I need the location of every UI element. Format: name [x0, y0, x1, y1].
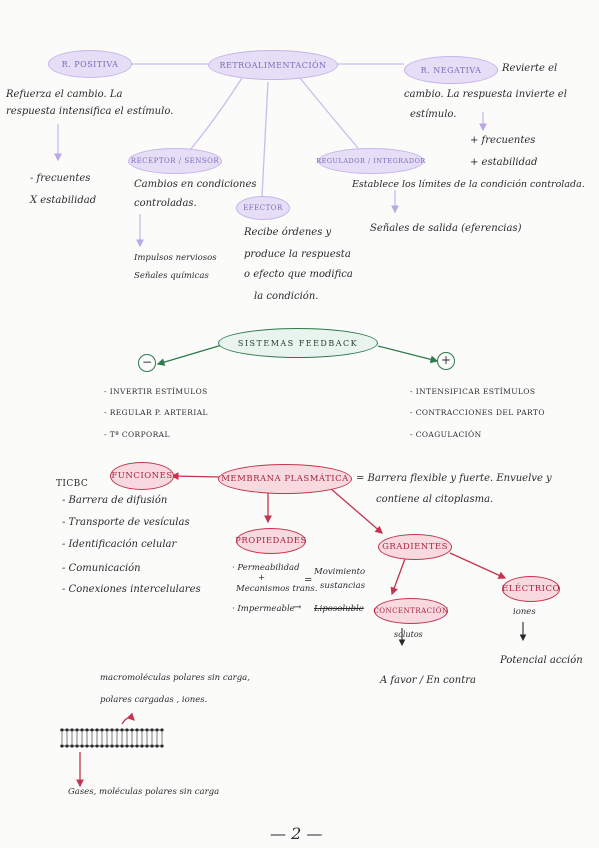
receptor-item-2: Señales químicas	[134, 271, 209, 281]
efector-desc-1: Recibe órdenes y	[244, 227, 332, 238]
positive-sign-icon: +	[437, 352, 455, 370]
prop-plus: +	[258, 573, 266, 583]
funcion-5: - Conexiones intercelulares	[62, 584, 201, 595]
negativa-desc-3: estímulo.	[410, 109, 457, 120]
node-retroalimentacion: RETROALIMENTACIÓN	[208, 50, 338, 80]
node-receptor: RECEPTOR / SENSOR	[128, 148, 222, 174]
prop-mecanismos: Mecanismos trans.	[236, 584, 318, 594]
lipid-bilayer-drawing	[60, 728, 164, 748]
positiva-trait-2: X estabilidad	[30, 195, 97, 206]
node-funciones: FUNCIONES	[110, 462, 174, 490]
negativa-desc-2: cambio. La respuesta invierte el	[404, 89, 567, 100]
funcion-1: - Barrera de difusión	[62, 495, 168, 506]
prop-impermeable: · Impermeable	[232, 604, 295, 614]
positiva-trait-1: - frecuentes	[30, 173, 91, 184]
moleculas-top-2: polares cargadas , iones.	[100, 695, 208, 705]
efector-desc-4: la condición.	[254, 291, 319, 302]
moleculas-top-1: macromoléculas polares sin carga,	[100, 673, 250, 683]
receptor-desc-1: Cambios en condiciones	[134, 179, 257, 190]
neg-item-2: - REGULAR P. ARTERIAL	[104, 408, 208, 417]
solutos-label: solutos	[394, 630, 423, 639]
integrador-desc: Establece los límites de la condición co…	[352, 179, 585, 190]
ticbc-mnemonic: TICBC	[56, 479, 89, 489]
node-electrico: ELÉCTRICO	[502, 576, 560, 602]
node-r-negativa: R. NEGATIVA	[404, 56, 498, 84]
prop-movimiento: Movimiento	[314, 567, 366, 577]
moleculas-bottom: Gases, moléculas polares sin carga	[68, 787, 220, 797]
negative-sign-icon: −	[138, 354, 156, 372]
node-integrador: REGULADOR / INTEGRADOR	[316, 148, 425, 174]
node-propiedades: PROPIEDADES	[235, 528, 306, 554]
node-r-positiva: R. POSITIVA	[48, 50, 132, 78]
prop-liposoluble: Liposoluble	[314, 604, 364, 614]
negativa-desc-1: Revierte el	[502, 63, 558, 74]
neg-item-1: - INVERTIR ESTÍMULOS	[104, 387, 208, 396]
negativa-trait-2: + estabilidad	[470, 157, 538, 168]
prop-equals: =	[304, 575, 313, 586]
page-number: — 2 —	[270, 824, 323, 843]
node-membrana: MEMBRANA PLASMÁTICA	[218, 464, 352, 494]
integrador-out: Señales de salida (eferencias)	[370, 223, 522, 234]
potencial-accion: Potencial acción	[500, 655, 583, 666]
efector-desc-3: o efecto que modifica	[244, 269, 353, 280]
funcion-4: - Comunicación	[62, 563, 141, 574]
pos-item-3: - COAGULACIÓN	[410, 430, 482, 439]
prop-sustancias: sustancias	[320, 581, 366, 591]
funcion-3: - Identificación celular	[62, 539, 177, 550]
efector-desc-2: produce la respuesta	[244, 249, 351, 260]
funcion-2: - Transporte de vesículas	[62, 517, 190, 528]
iones-label: iones	[513, 607, 536, 617]
membrana-desc-1: = Barrera flexible y fuerte. Envuelve y	[356, 473, 552, 484]
prop-arrow: →	[293, 602, 302, 613]
receptor-desc-2: controladas.	[134, 198, 197, 209]
positiva-desc-1: Refuerza el cambio. La	[6, 89, 123, 100]
node-sistemas-feedback: SISTEMAS FEEDBACK	[218, 328, 378, 358]
favor-contra: A favor / En contra	[380, 675, 476, 686]
node-gradientes: GRADIENTES	[378, 534, 452, 560]
node-concentracion: CONCENTRACIÓN	[373, 598, 448, 624]
positiva-desc-2: respuesta intensifica el estímulo.	[6, 106, 174, 117]
receptor-item-1: Impulsos nerviosos	[134, 253, 217, 263]
neg-item-3: - Tª CORPORAL	[104, 430, 170, 439]
node-efector: EFECTOR	[236, 196, 290, 220]
prop-permeabilidad: · Permeabilidad	[232, 563, 300, 573]
negativa-trait-1: + frecuentes	[470, 135, 536, 146]
membrana-desc-2: contiene al citoplasma.	[376, 494, 494, 505]
pos-item-1: - INTENSIFICAR ESTÍMULOS	[410, 387, 536, 396]
pos-item-2: - CONTRACCIONES DEL PARTO	[410, 408, 545, 417]
